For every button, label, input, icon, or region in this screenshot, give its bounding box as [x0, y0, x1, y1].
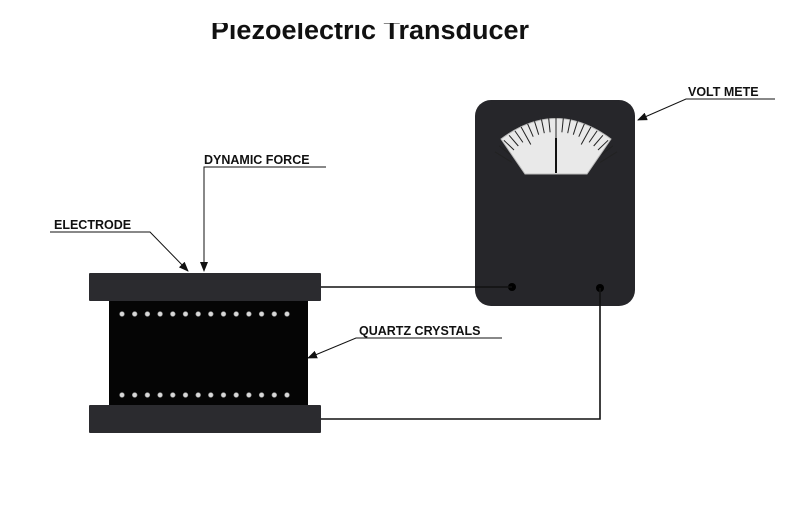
crystal-dot: [182, 311, 189, 317]
label-volt-meter: VOLT METE: [688, 85, 759, 99]
crystal-dot: [170, 392, 176, 398]
crystal-dot: [157, 311, 163, 317]
crystal-dot: [144, 311, 151, 317]
crystal-dot: [157, 392, 163, 398]
dial-tick: [599, 151, 618, 163]
crystal-dot: [271, 311, 277, 317]
dial-tick: [567, 119, 571, 134]
label-quartz-crystals: QUARTZ CRYSTALS: [359, 324, 481, 338]
dial-tick: [597, 139, 609, 151]
volt-meter-leader: [637, 98, 775, 121]
label-electrode: ELECTRODE: [54, 218, 131, 232]
crystal-dot: [284, 311, 290, 317]
dial-tick: [578, 123, 585, 137]
dial-tick: [572, 121, 578, 135]
crystal-dot: [233, 311, 239, 317]
crystal-dot: [220, 311, 227, 317]
dial-tick: [593, 134, 604, 147]
dial-tick: [601, 145, 614, 155]
crystal-dot: [220, 392, 227, 398]
crystal-dot: [195, 392, 201, 398]
dial-tick: [527, 123, 534, 137]
crystal-dot: [119, 392, 125, 398]
dial-tick: [498, 145, 511, 155]
dial-ticks: [494, 118, 618, 163]
crystal-dot: [119, 311, 125, 317]
bottom-electrode-plate: [89, 405, 321, 433]
crystal-dots-bottom: [119, 392, 290, 398]
dial-tick: [548, 118, 551, 133]
quartz-crystal-block: [109, 300, 308, 408]
dial-tick: [541, 119, 545, 134]
dial-tick: [561, 118, 564, 133]
dial-tick: [520, 126, 532, 145]
dynamic-force-leader: [200, 166, 326, 272]
crystal-dot: [258, 311, 265, 317]
crystal-dot: [258, 392, 265, 398]
crystal-dot: [195, 311, 201, 317]
dial-tick: [588, 130, 598, 143]
dial-tick: [494, 151, 513, 163]
crystal-dot: [246, 311, 252, 317]
crystal-dot: [132, 392, 138, 398]
label-dynamic-force: DYNAMIC FORCE: [204, 153, 310, 167]
crystal-dot: [132, 311, 138, 317]
crystal-dots-top: [119, 311, 290, 317]
quartz-crystals-leader: [307, 337, 502, 359]
dial-tick: [514, 130, 524, 143]
diagram-title: Piezoelectric Transducer: [210, 15, 530, 45]
dial-tick: [508, 134, 519, 147]
crystal-dot: [246, 392, 252, 398]
crystal-dot: [182, 392, 189, 398]
electrode-leader: [50, 231, 189, 272]
crystal-dot: [208, 311, 214, 317]
crystal-dot: [271, 392, 277, 398]
crystal-dot: [144, 392, 151, 398]
crystal-dot: [284, 392, 290, 398]
wire-bottom: [321, 288, 601, 420]
top-electrode-plate: [89, 273, 321, 301]
dial-tick: [503, 139, 515, 151]
dial-tick: [534, 121, 540, 135]
crystal-dot: [233, 392, 239, 398]
crystal-dot: [208, 392, 214, 398]
dial-tick: [580, 126, 592, 145]
crystal-dot: [170, 311, 176, 317]
